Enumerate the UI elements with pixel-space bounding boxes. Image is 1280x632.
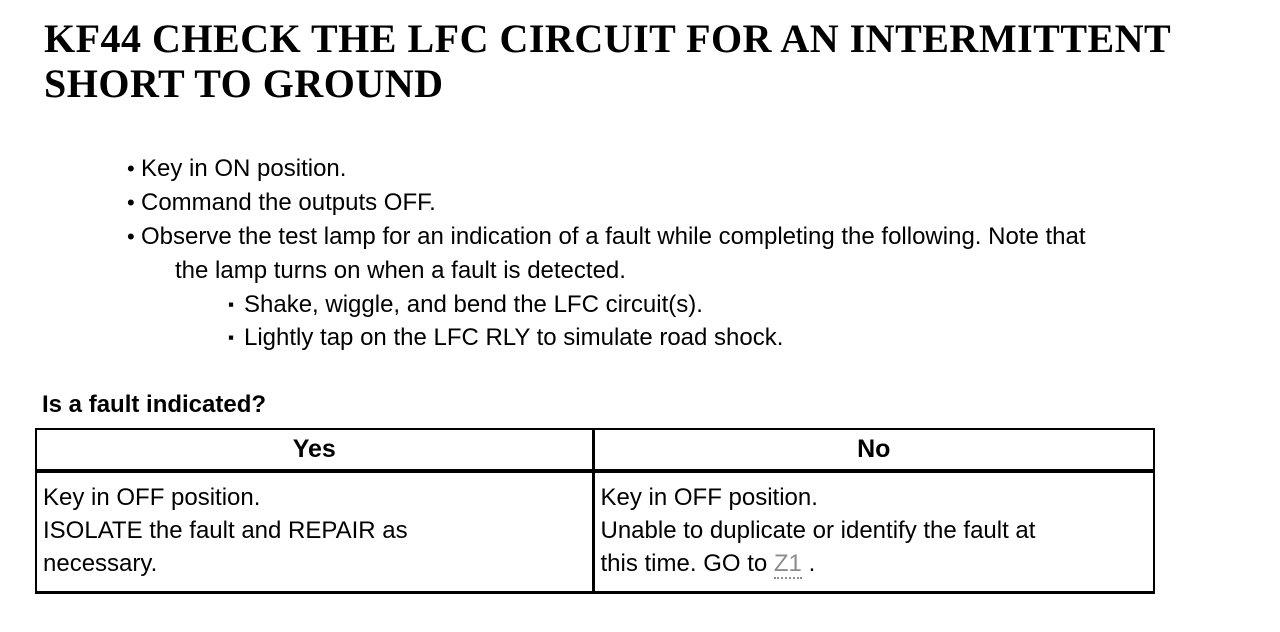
instruction-item-key-on: •Key in ON position. bbox=[127, 152, 1280, 186]
yes-cell-line: Key in OFF position. bbox=[43, 484, 261, 511]
no-column-header: No bbox=[591, 428, 1155, 473]
instruction-item-command-outputs: •Command the outputs OFF. bbox=[127, 186, 1280, 220]
bullet-icon: • bbox=[127, 224, 135, 249]
sub-instruction-item-shake-wiggle: ▪ Shake, wiggle, and bend the LFC circuit… bbox=[228, 288, 1280, 321]
square-bullet-icon: ▪ bbox=[228, 328, 235, 347]
bullet-icon: • bbox=[127, 190, 135, 215]
sub-instruction-text: Shake, wiggle, and bend the LFC circuit(… bbox=[244, 291, 703, 318]
no-cell-line-text: this time. GO to bbox=[600, 550, 774, 577]
sub-instruction-text: Lightly tap on the LFC RLY to simulate r… bbox=[244, 324, 784, 351]
decision-table-body-row: Key in OFF position. ISOLATE the fault a… bbox=[35, 470, 1155, 594]
no-cell-line: Unable to duplicate or identify the faul… bbox=[600, 517, 1036, 544]
no-cell: Key in OFF position. Unable to duplicate… bbox=[591, 470, 1155, 594]
instruction-text: Command the outputs OFF. bbox=[141, 189, 436, 216]
no-cell-line: this time. GO to Z1 . bbox=[601, 547, 1146, 580]
no-cell-line: Key in OFF position. bbox=[600, 484, 818, 511]
square-bullet-icon: ▪ bbox=[228, 295, 235, 314]
question-text: Is a fault indicated? bbox=[42, 391, 267, 418]
z1-link[interactable]: Z1 bbox=[773, 550, 802, 579]
yes-cell-line: ISOLATE the fault and REPAIR as bbox=[43, 517, 408, 544]
yes-column-header: Yes bbox=[35, 428, 594, 473]
decision-table-header-row: Yes No bbox=[35, 428, 1155, 473]
instruction-text: Key in ON position. bbox=[141, 155, 347, 182]
instruction-text-continuation: the lamp turns on when a fault is detect… bbox=[175, 257, 626, 284]
instruction-text: Observe the test lamp for an indication … bbox=[141, 223, 1086, 250]
sub-instruction-item-tap-relay: ▪ Lightly tap on the LFC RLY to simulate … bbox=[228, 321, 1280, 354]
yes-cell-line: necessary. bbox=[43, 550, 158, 577]
decision-table: Yes No Key in OFF position. ISOLATE the … bbox=[35, 428, 1155, 594]
bullet-icon: • bbox=[127, 156, 135, 181]
page-title: KF44 CHECK THE LFC CIRCUIT FOR AN INTERM… bbox=[44, 16, 1171, 106]
instruction-item-observe-lamp: •Observe the test lamp for an indication… bbox=[127, 220, 1280, 254]
no-cell-line-text: . bbox=[801, 550, 816, 577]
instruction-list: •Key in ON position. •Command the output… bbox=[127, 152, 1280, 354]
yes-cell: Key in OFF position. ISOLATE the fault a… bbox=[35, 470, 594, 594]
